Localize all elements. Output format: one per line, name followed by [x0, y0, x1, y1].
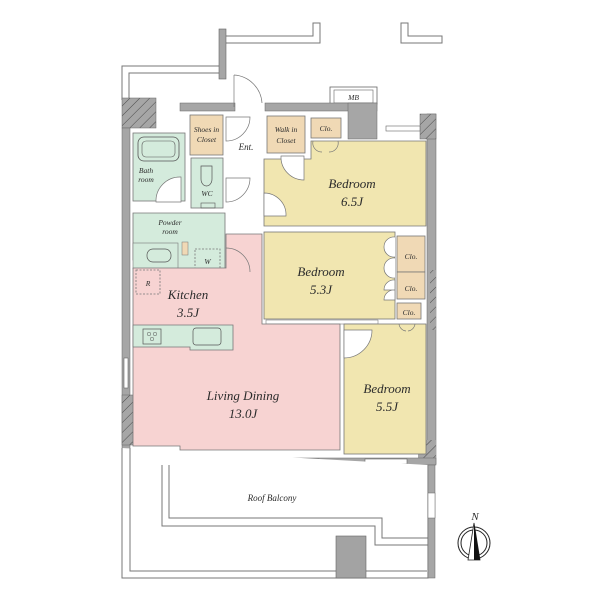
roof-balcony: Roof Balcony	[121, 448, 436, 579]
wc: WC	[190, 157, 251, 209]
powder-room: W Powder room	[132, 212, 226, 272]
north-label: N	[470, 511, 479, 523]
entrance: Ent.	[225, 74, 263, 152]
svg-text:Closet: Closet	[276, 136, 296, 145]
washer-label: W	[204, 257, 211, 266]
walk-in-closet: Walk in Closet	[266, 115, 306, 154]
bedroom-1: Bedroom 6.5J	[263, 140, 427, 227]
shoes-closet: Shoes in Closet	[189, 114, 224, 156]
living-dining-kitchen: R Kitchen 3.5J Living Dining 13.0J	[132, 233, 341, 451]
svg-text:Bath: Bath	[139, 166, 153, 175]
svg-text:room: room	[138, 175, 154, 184]
exterior-outline-top	[121, 22, 443, 100]
svg-text:Clo.: Clo.	[405, 252, 418, 261]
wc-label: WC	[201, 189, 213, 198]
svg-text:Living Dining: Living Dining	[206, 388, 280, 403]
svg-text:5.3J: 5.3J	[310, 282, 333, 297]
closet-top: Clo.	[310, 117, 342, 139]
bedroom-2: Bedroom 5.3J	[263, 231, 396, 325]
svg-text:13.0J: 13.0J	[229, 406, 259, 421]
wall-column-top	[218, 28, 227, 80]
svg-text:Bedroom: Bedroom	[328, 176, 375, 191]
north-arrow-icon	[457, 522, 491, 561]
svg-text:Kitchen: Kitchen	[167, 287, 208, 302]
roof-balcony-label: Roof Balcony	[247, 493, 297, 503]
svg-text:room: room	[162, 227, 178, 236]
entrance-label: Ent.	[238, 142, 254, 152]
mb-label: MB	[347, 93, 359, 102]
refrigerator-label: R	[145, 279, 151, 288]
svg-text:Clo.: Clo.	[320, 124, 333, 133]
windows-left	[123, 357, 129, 389]
svg-text:Powder: Powder	[157, 218, 181, 227]
svg-text:Clo.: Clo.	[405, 284, 418, 293]
svg-text:Closet: Closet	[197, 135, 217, 144]
svg-text:Walk in: Walk in	[275, 125, 298, 134]
svg-text:Bedroom: Bedroom	[363, 381, 410, 396]
svg-text:6.5J: 6.5J	[341, 194, 364, 209]
svg-text:Clo.: Clo.	[403, 308, 416, 317]
svg-text:3.5J: 3.5J	[176, 305, 200, 320]
bathroom: Bath room	[132, 132, 186, 203]
svg-text:Shoes in: Shoes in	[194, 125, 219, 134]
compass: N	[457, 511, 491, 561]
meter-box: MB	[329, 86, 378, 105]
svg-text:5.5J: 5.5J	[376, 399, 399, 414]
bedroom-3: Bedroom 5.5J	[343, 323, 427, 455]
closets-bedroom-2: Clo. Clo. Clo.	[396, 235, 426, 320]
svg-text:Bedroom: Bedroom	[297, 264, 344, 279]
